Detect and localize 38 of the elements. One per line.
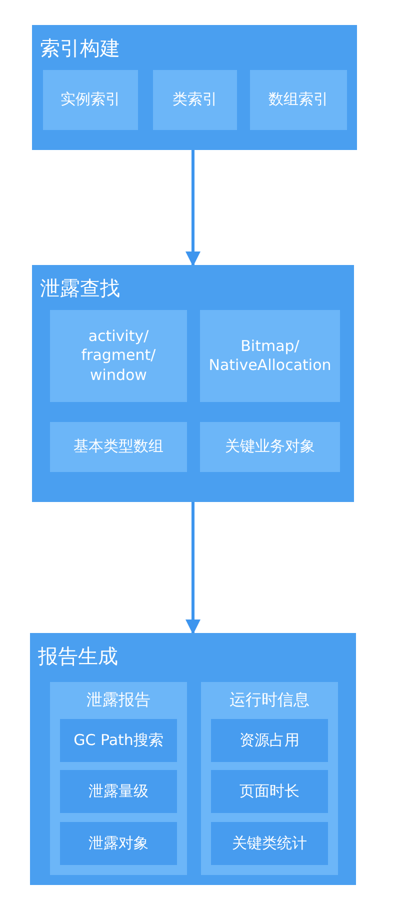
group-panel — [30, 633, 356, 885]
item-box — [153, 70, 237, 130]
item-label: 类索引 — [172, 90, 218, 110]
item-box — [60, 822, 177, 865]
arrow — [186, 150, 200, 266]
item-label: 页面时长 — [238, 782, 300, 802]
item-box — [60, 719, 177, 762]
item-box — [211, 822, 328, 865]
item-box — [211, 770, 328, 813]
item-label: activity/ fragment/ window — [80, 326, 157, 386]
arrow — [186, 502, 200, 634]
sub-panel-title: 泄露报告 — [86, 690, 152, 711]
item-label: GC Path搜索 — [72, 730, 164, 750]
item-box — [50, 310, 187, 402]
item-label: 基本类型数组 — [72, 437, 164, 457]
group-title: 泄露查找 — [40, 275, 120, 302]
group-title: 索引构建 — [40, 35, 120, 62]
item-box — [50, 422, 187, 472]
item-box — [200, 422, 340, 472]
item-label: 资源占用 — [238, 730, 300, 750]
item-label: 实例索引 — [60, 90, 122, 110]
item-box — [60, 770, 177, 813]
item-box — [250, 70, 347, 130]
item-label: Bitmap/ NativeAllocation — [208, 336, 332, 376]
sub-panel — [201, 682, 338, 875]
item-label: 泄露对象 — [88, 834, 150, 854]
item-box — [200, 310, 340, 402]
item-box — [43, 70, 138, 130]
item-label: 关键业务对象 — [224, 437, 316, 457]
item-box — [211, 719, 328, 762]
group-panel — [32, 265, 354, 502]
item-label: 数组索引 — [268, 90, 330, 110]
group-title: 报告生成 — [38, 643, 118, 670]
item-label: 关键类统计 — [231, 834, 308, 854]
sub-panel-title: 运行时信息 — [228, 690, 310, 711]
group-panel — [32, 25, 357, 150]
item-label: 泄露量级 — [88, 782, 150, 802]
sub-panel — [50, 682, 187, 875]
